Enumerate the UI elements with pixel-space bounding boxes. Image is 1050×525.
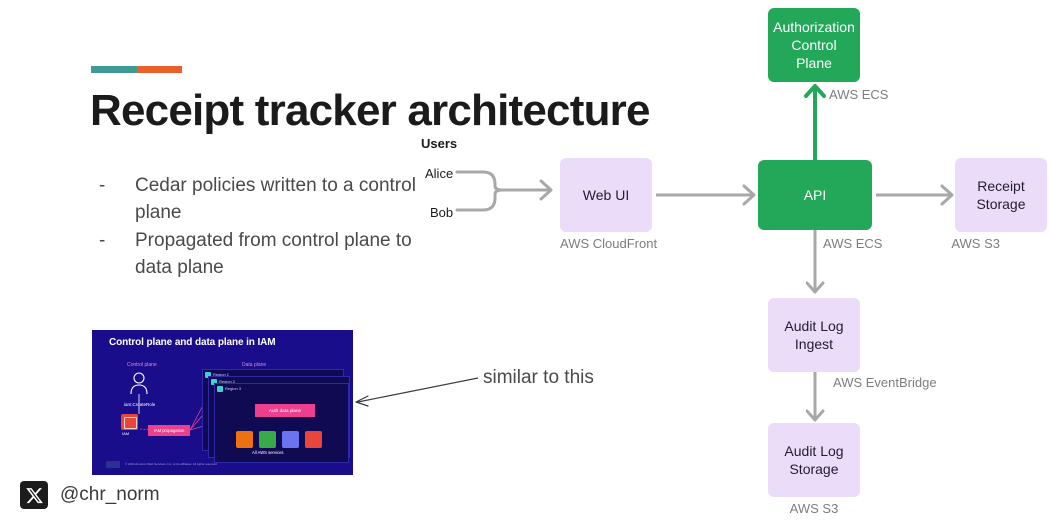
bullet-list: - Cedar policies written to a control pl… xyxy=(99,172,429,282)
slide-region-badge-icon xyxy=(217,385,223,392)
slide-region-label: Region 1 xyxy=(213,371,230,377)
slide-aws-service-icon-storage xyxy=(259,431,276,448)
node-audit-log-ingest[interactable]: Audit Log Ingest xyxy=(768,298,860,372)
bullet-marker: - xyxy=(99,230,106,251)
node-api[interactable]: API xyxy=(758,160,872,230)
users-group-label: Users xyxy=(421,136,458,151)
slide-aws-service-icon-compute xyxy=(236,431,253,448)
arrow-audit-ingest-to-audit-storage xyxy=(806,372,825,422)
user-label-alice: Alice xyxy=(425,166,454,181)
service-label-s3-receipt: AWS S3 xyxy=(951,236,1000,251)
annotation-arrow xyxy=(355,377,479,407)
slide-iam-propagation-box: IAM propagation xyxy=(148,425,190,436)
arrow-api-to-receipt-storage xyxy=(876,184,954,206)
accent-bar-teal-segment xyxy=(91,66,137,73)
list-item: - Cedar policies written to a control pl… xyxy=(99,172,429,226)
service-label-ecs-api: AWS ECS xyxy=(823,236,883,251)
slide-api-call-label: iam:CreateRole xyxy=(124,402,156,407)
bullet-text: Propagated from control plane to data pl… xyxy=(135,230,412,278)
slide-control-plane-label: Control plane xyxy=(127,362,157,368)
accent-bar-orange-segment xyxy=(136,66,182,73)
slide-region-label: Region 3 xyxy=(225,385,242,391)
page-title: Receipt tracker architecture xyxy=(90,86,650,135)
bullet-text: Cedar policies written to a control plan… xyxy=(135,175,416,223)
footer-handle: @chr_norm xyxy=(20,481,160,509)
accent-bar xyxy=(91,66,182,73)
x-logo-icon xyxy=(20,481,48,509)
node-web-ui[interactable]: Web UI xyxy=(560,158,652,232)
slide-auth-data-plane-box: Auth data plane xyxy=(255,404,315,417)
service-label-ecs-auth: AWS ECS xyxy=(829,87,889,102)
user-label-bob: Bob xyxy=(430,205,454,220)
service-label-eventbridge: AWS EventBridge xyxy=(833,375,937,390)
users-merge-connector xyxy=(455,170,553,212)
embedded-slide-image: Control plane and data plane in IAM Cont… xyxy=(92,330,353,475)
slide-title: Control plane and data plane in IAM xyxy=(109,337,276,348)
arrow-api-to-authorization-control-plane xyxy=(804,84,826,160)
slide-footer-copyright: © 2024 Amazon Web Services, Inc. or its … xyxy=(125,462,218,466)
slide-iam-icon xyxy=(121,414,138,430)
slide-all-services-label: All AWS services xyxy=(252,450,284,455)
node-audit-log-storage[interactable]: Audit Log Storage xyxy=(768,423,860,497)
arrow-webui-to-api xyxy=(656,184,756,206)
slide-aws-logo xyxy=(106,461,120,468)
bullet-marker: - xyxy=(99,175,106,196)
slide-region-panel: Region 3 xyxy=(214,383,349,463)
slide-user-icon xyxy=(130,372,148,394)
slide-region-badge-icon xyxy=(211,378,217,385)
node-receipt-storage[interactable]: Receipt Storage xyxy=(955,158,1047,232)
slide-region-badge-icon xyxy=(205,371,211,378)
slide-region-label: Region 2 xyxy=(219,378,236,384)
annotation-text: similar to this xyxy=(483,367,594,388)
slide-aws-service-icon-security xyxy=(305,431,322,448)
arrow-api-to-audit-log-ingest xyxy=(806,230,825,294)
slide-iam-caption: IAM xyxy=(122,431,130,436)
slide-aws-service-icon-database xyxy=(282,431,299,448)
handle-text: @chr_norm xyxy=(60,484,160,505)
list-item: - Propagated from control plane to data … xyxy=(99,227,429,281)
service-label-s3-audit: AWS S3 xyxy=(789,501,839,516)
slide-data-plane-label: Data plane xyxy=(242,362,267,368)
service-label-cloudfront: AWS CloudFront xyxy=(560,236,658,251)
node-authorization-control-plane[interactable]: Authorization Control Plane xyxy=(768,8,860,82)
